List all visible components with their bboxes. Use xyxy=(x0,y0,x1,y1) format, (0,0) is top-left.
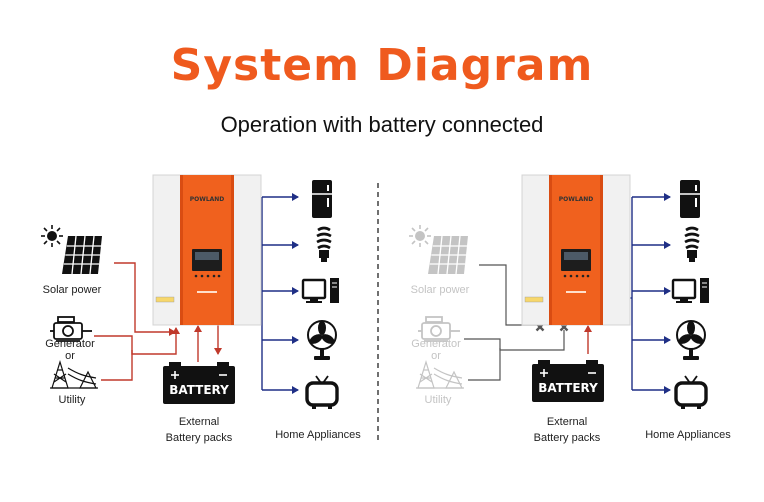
battery-caption-line1: External xyxy=(547,416,587,428)
right-panel: Solar power Generator or Utility POWLAND… xyxy=(408,174,731,444)
fridge-icon xyxy=(679,179,701,219)
solar-power-label: Solar power xyxy=(43,284,102,296)
solar-power-label: Solar power xyxy=(411,284,470,296)
fan-icon xyxy=(675,320,707,361)
generator-label: Generator xyxy=(45,338,95,350)
page-title: System Diagram xyxy=(170,40,594,91)
bulb-icon xyxy=(683,226,701,264)
bulb-icon xyxy=(315,226,333,264)
or-label: or xyxy=(431,350,441,362)
utility-label: Utility xyxy=(425,394,452,406)
left-panel: Solar power Generator or Utility POWLAND… xyxy=(40,174,361,444)
inverter-brand: POWLAND xyxy=(190,196,225,203)
computer-icon xyxy=(301,276,341,305)
battery-label: BATTERY xyxy=(538,381,598,395)
inverter-brand: POWLAND xyxy=(559,196,594,203)
fan-icon xyxy=(306,320,338,361)
solar-panel-icon xyxy=(427,235,469,275)
utility-tower-icon xyxy=(415,361,465,389)
computer-icon xyxy=(671,276,711,305)
battery-label: BATTERY xyxy=(169,383,229,397)
utility-tower-icon xyxy=(49,361,99,389)
generator-label: Generator xyxy=(411,338,461,350)
appliances-caption: Home Appliances xyxy=(275,429,361,441)
sun-icon xyxy=(40,224,64,248)
tv-icon xyxy=(674,374,708,411)
battery-caption-line1: External xyxy=(179,416,219,428)
tv-icon xyxy=(305,374,339,411)
or-label: or xyxy=(65,350,75,362)
appliances-caption: Home Appliances xyxy=(645,429,731,441)
solar-panel-icon xyxy=(61,235,103,275)
battery-caption-line2: Battery packs xyxy=(166,432,233,444)
fridge-icon xyxy=(311,179,333,219)
battery-caption-line2: Battery packs xyxy=(534,432,601,444)
page-subtitle: Operation with battery connected xyxy=(220,112,544,137)
utility-label: Utility xyxy=(59,394,86,406)
sun-icon xyxy=(408,224,432,248)
